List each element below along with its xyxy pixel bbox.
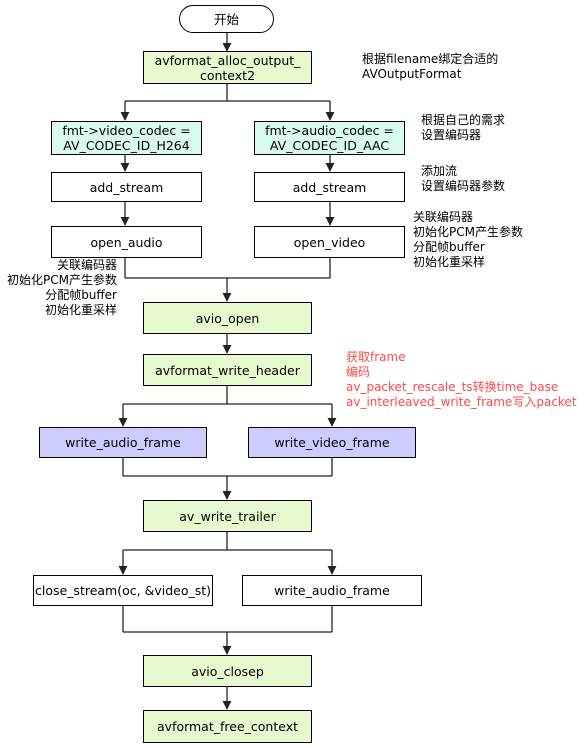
video-codec-node: fmt->video_codec = AV_CODEC_ID_H264 bbox=[51, 121, 202, 155]
avio-open-node: avio_open bbox=[143, 302, 312, 334]
close-stream-node: close_stream(oc, &video_st) bbox=[33, 575, 213, 606]
add-stream-right-node: add_stream bbox=[254, 172, 405, 202]
avio-closep-node: avio_closep bbox=[143, 655, 312, 687]
stream-annotation: 添加流 设置编码器参数 bbox=[421, 164, 506, 193]
open-audio-annotation: 关联编码器 初始化PCM产生参数 分配帧buffer 初始化重采样 bbox=[7, 258, 117, 317]
codec-annotation: 根据自己的需求 设置编码器 bbox=[421, 113, 506, 142]
avformat-write-header-node: avformat_write_header bbox=[143, 354, 312, 386]
write-audio-frame-2-node: write_audio_frame bbox=[242, 575, 422, 606]
audio-codec-node: fmt->audio_codec = AV_CODEC_ID_AAC bbox=[254, 121, 405, 155]
avformat-free-context-node: avformat_free_context bbox=[143, 710, 312, 743]
write-video-frame-node: write_video_frame bbox=[248, 427, 416, 458]
open-audio-node: open_audio bbox=[51, 226, 202, 258]
open-video-annotation: 关联编码器 初始化PCM产生参数 分配帧buffer 初始化重采样 bbox=[413, 210, 523, 269]
alloc-annotation: 根据filename绑定合适的 AVOutputFormat bbox=[362, 52, 499, 81]
write-frame-annotation: 获取frame 编码 av_packet_rescale_ts转换time_ba… bbox=[346, 350, 577, 409]
av-write-trailer-node: av_write_trailer bbox=[143, 500, 312, 532]
open-video-node: open_video bbox=[254, 226, 405, 258]
write-audio-frame-node: write_audio_frame bbox=[39, 427, 207, 458]
start-node: 开始 bbox=[179, 5, 274, 33]
avformat-alloc-output-context2-node: avformat_alloc_output_ context2 bbox=[143, 51, 312, 84]
add-stream-left-node: add_stream bbox=[51, 172, 202, 202]
